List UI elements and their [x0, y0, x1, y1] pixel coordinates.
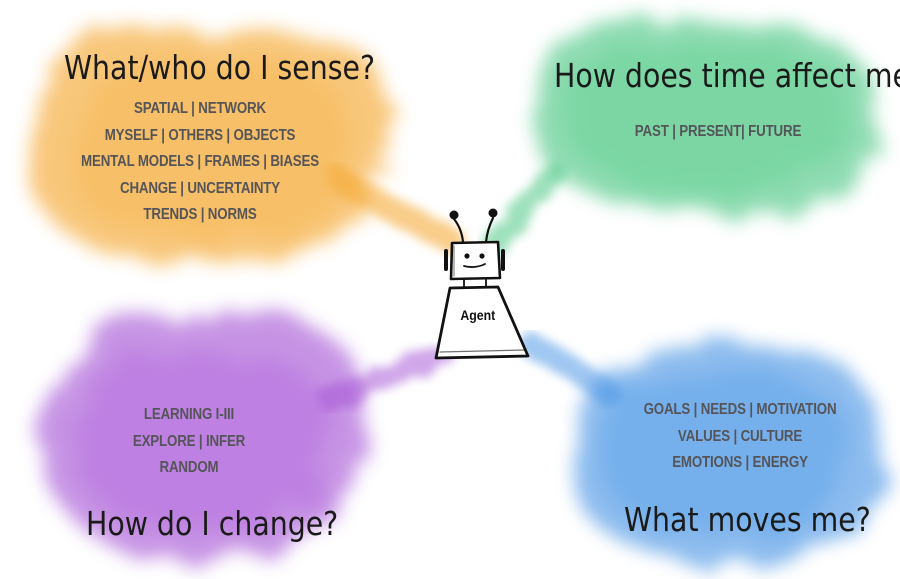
agent-label: Agent — [460, 307, 496, 323]
time-title: How does time affect me? — [554, 56, 900, 95]
robot-icon — [434, 208, 530, 360]
sense-item: TRENDS | NORMS — [143, 206, 257, 223]
time-bubble — [484, 19, 883, 256]
moves-item: VALUES | CULTURE — [677, 427, 803, 445]
change-title: How do I change? — [86, 504, 339, 543]
sense-bubble — [29, 28, 463, 263]
sense-title: What/who do I sense? — [64, 48, 376, 87]
change-item: LEARNING I-III — [143, 406, 235, 423]
moves-list: GOALS | NEEDS | MOTIVATION VALUES | CULT… — [633, 397, 848, 477]
sense-item: CHANGE | UNCERTAINTY — [119, 179, 281, 197]
moves-item: EMOTIONS | ENERGY — [672, 454, 808, 471]
moves-bubble — [518, 333, 882, 560]
sense-list: SPATIAL | NETWORK MYSELF | OTHERS | OBJE… — [71, 96, 329, 229]
time-list: PAST | PRESENT| FUTURE — [615, 119, 821, 146]
sense-item: MYSELF | OTHERS | OBJECTS — [104, 126, 296, 144]
sense-item: MENTAL MODELS | FRAMES | BIASES — [81, 153, 319, 170]
time-item: PAST | PRESENT| FUTURE — [634, 123, 802, 140]
sense-item: SPATIAL | NETWORK — [134, 100, 266, 117]
moves-title: What moves me? — [624, 500, 871, 539]
change-bubble — [40, 308, 452, 559]
change-item: RANDOM — [159, 459, 219, 476]
change-list: LEARNING I-III EXPLORE | INFER RANDOM — [112, 402, 267, 482]
change-item: EXPLORE | INFER — [132, 432, 246, 450]
moves-item: GOALS | NEEDS | MOTIVATION — [643, 401, 837, 418]
